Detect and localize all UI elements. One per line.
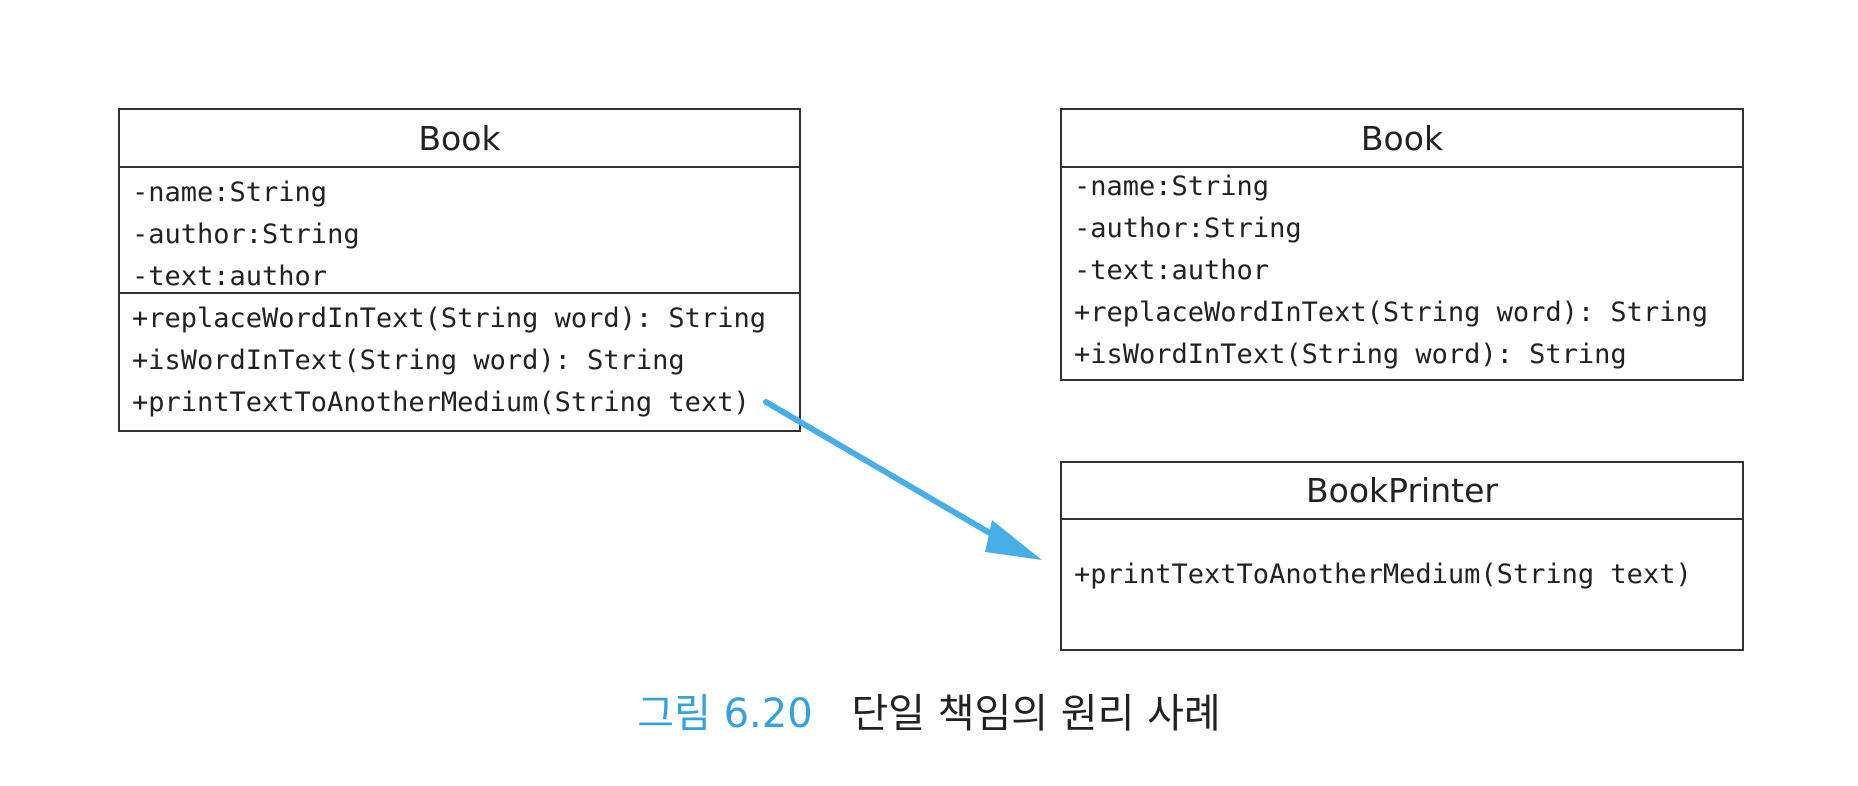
bookprinter-methods-section: +printTextToAnotherMedium(String text) xyxy=(1062,520,1742,598)
book-members-section: -name:String -author:String -text:author… xyxy=(1062,168,1742,378)
figure-title: 단일 책임의 원리 사례 xyxy=(851,691,1221,737)
attribute-text: -text:author xyxy=(1074,255,1270,286)
attribute-text: -text:author xyxy=(132,261,328,292)
figure-caption: 그림 6.20 단일 책임의 원리 사례 xyxy=(0,690,1858,738)
book-attributes-section: -name:String -author:String -text:author xyxy=(120,168,799,294)
attribute-author: -author:String xyxy=(132,219,360,250)
method-replace-word: +replaceWordInText(String word): String xyxy=(132,303,766,334)
attribute-name: -name:String xyxy=(1074,171,1270,202)
method-print-text: +printTextToAnotherMedium(String text) xyxy=(1074,559,1692,590)
method-is-word-in-text: +isWordInText(String word): String xyxy=(1074,339,1627,370)
book-class-name: Book xyxy=(1062,110,1742,168)
book-class-original: Book -name:String -author:String -text:a… xyxy=(118,108,801,432)
arrow-shaft xyxy=(763,399,1015,549)
book-class-name: Book xyxy=(120,110,799,168)
book-class-refactored: Book -name:String -author:String -text:a… xyxy=(1060,108,1744,381)
figure-number: 그림 6.20 xyxy=(637,691,813,737)
bookprinter-class: BookPrinter +printTextToAnotherMedium(St… xyxy=(1060,461,1744,651)
method-print-text: +printTextToAnotherMedium(String text) xyxy=(132,387,750,418)
arrow-head xyxy=(985,520,1042,560)
attribute-author: -author:String xyxy=(1074,213,1302,244)
attribute-name: -name:String xyxy=(132,177,328,208)
bookprinter-class-name: BookPrinter xyxy=(1062,463,1742,520)
method-replace-word: +replaceWordInText(String word): String xyxy=(1074,297,1708,328)
book-methods-section: +replaceWordInText(String word): String … xyxy=(120,294,799,426)
method-is-word-in-text: +isWordInText(String word): String xyxy=(132,345,685,376)
